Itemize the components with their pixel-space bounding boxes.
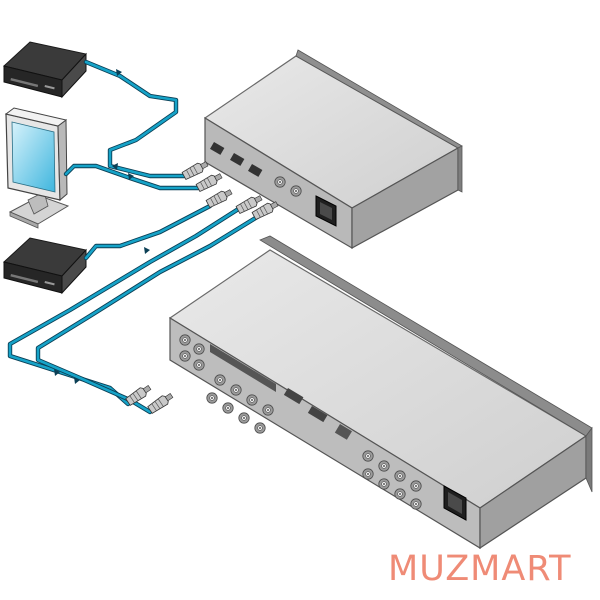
cable-dvd2-to-switcher [83, 203, 213, 261]
small-switcher-unit [203, 49, 463, 250]
dvd-player-2 [2, 237, 87, 295]
computer-monitor [4, 107, 70, 229]
computer-monitor-icon [4, 107, 70, 229]
cable-monitor-to-switcher [63, 163, 203, 191]
small-switcher-unit-icon [203, 49, 463, 250]
dvd-player-icon [2, 237, 87, 295]
cable-direction-arrows [54, 69, 150, 384]
dvd-player-1 [2, 41, 87, 99]
cable-switcher-to-rack-2 [35, 211, 265, 415]
watermark: MUZMART [388, 549, 572, 589]
rack-matrix-switcher-icon [168, 235, 593, 550]
rack-matrix-switcher [168, 235, 593, 550]
dvd-player-icon [2, 41, 87, 99]
cable-dvd1-to-switcher [83, 59, 189, 179]
